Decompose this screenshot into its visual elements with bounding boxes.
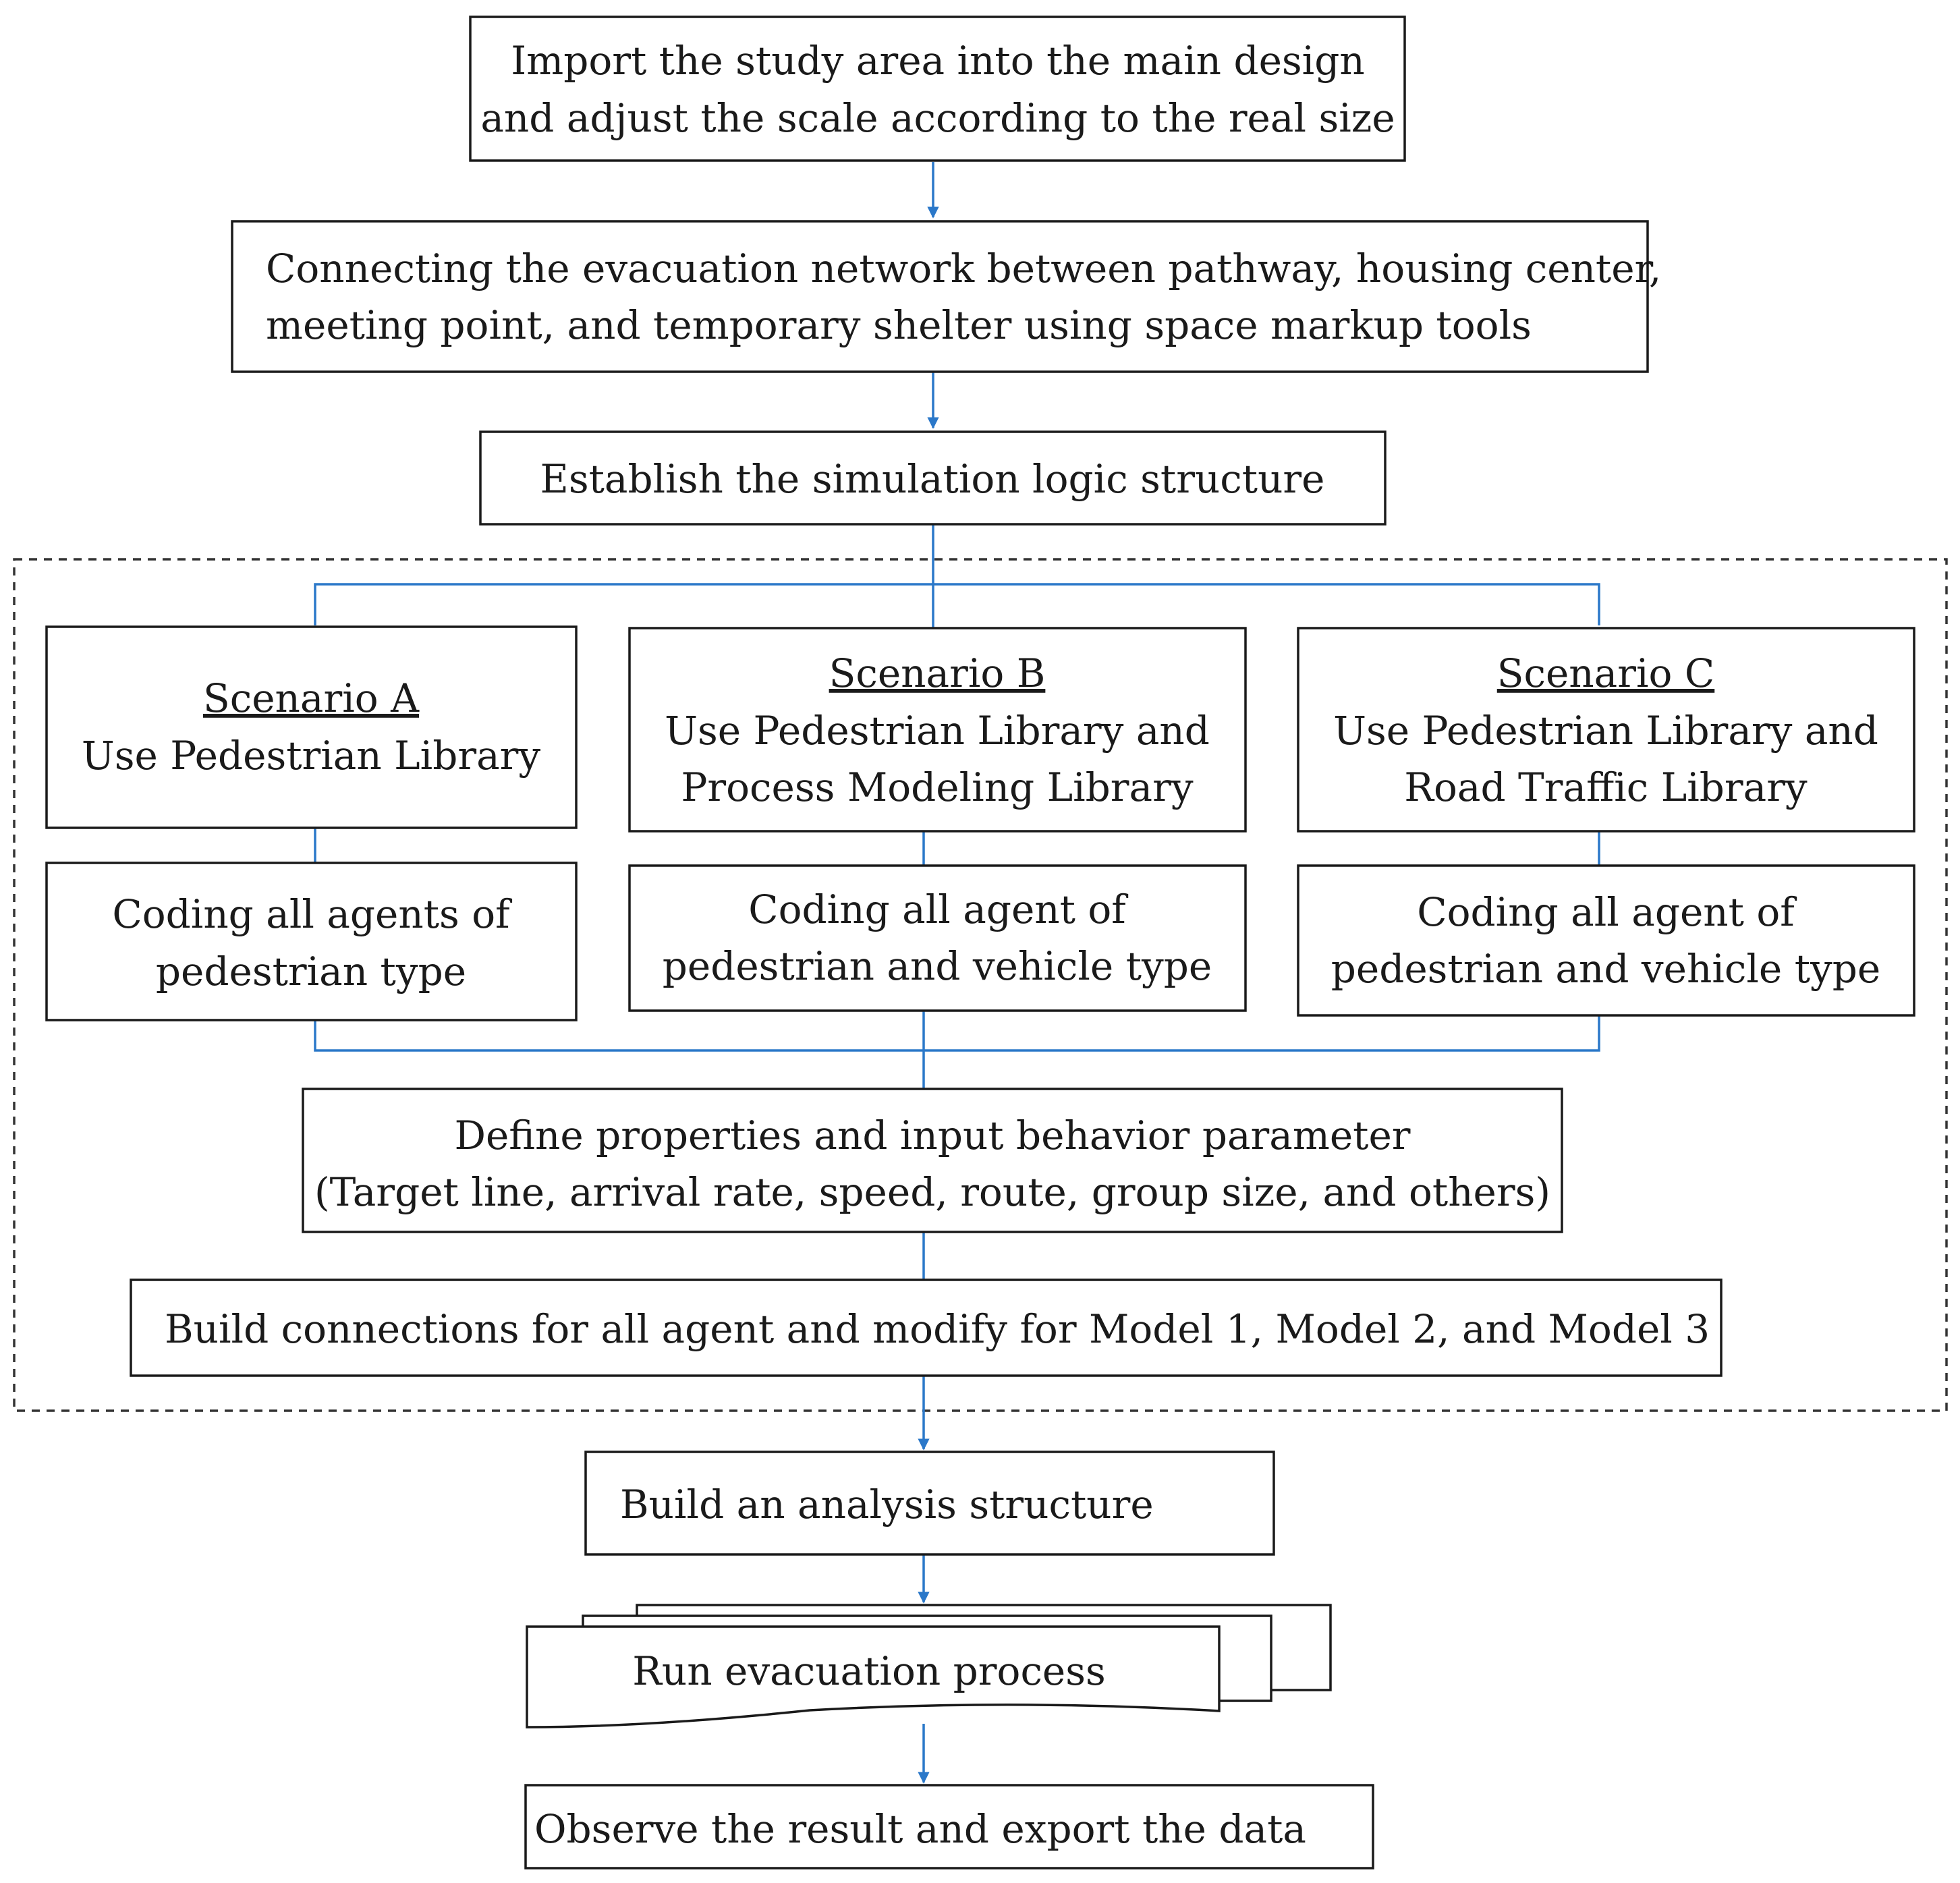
coding-c-line1: Coding all agent of <box>1417 889 1797 935</box>
step-connecting-line2: meeting point, and temporary shelter usi… <box>266 302 1532 348</box>
coding-a-line2: pedestrian type <box>156 949 466 994</box>
scenario-c-title: Scenario C <box>1497 650 1714 696</box>
branch-bottom <box>314 1015 1600 1052</box>
step-define-line1: Define properties and input behavior par… <box>454 1113 1410 1158</box>
branch-top <box>314 583 1600 625</box>
scenario-b-line1: Use Pedestrian Library and <box>665 708 1210 754</box>
coding-a: Coding all agents of pedestrian type <box>45 862 578 1021</box>
step-define-line2: (Target line, arrival rate, speed, route… <box>314 1169 1550 1215</box>
step-establish-label: Establish the simulation logic structure <box>540 456 1325 502</box>
scenario-group-frame <box>13 558 1948 1412</box>
scenario-a-line1: Use Pedestrian Library <box>82 733 541 779</box>
step-run: Run evacuation process <box>526 1604 1332 1729</box>
step-import-line2: and adjust the scale according to the re… <box>480 95 1395 141</box>
scenario-b-line2: Process Modeling Library <box>681 764 1193 810</box>
step-run-label: Run evacuation process <box>632 1648 1106 1694</box>
step-build-analysis: Build an analysis structure <box>584 1451 1275 1556</box>
step-build-analysis-label: Build an analysis structure <box>620 1482 1154 1527</box>
step-connecting-line1: Connecting the evacuation network betwee… <box>266 246 1661 291</box>
coding-a-line1: Coding all agents of <box>112 891 512 937</box>
coding-c-line2: pedestrian and vehicle type <box>1331 946 1880 992</box>
scenario-b: Scenario B Use Pedestrian Library and Pr… <box>628 627 1247 833</box>
coding-b-line2: pedestrian and vehicle type <box>663 943 1212 989</box>
step-build-connections: Build connections for all agent and modi… <box>130 1278 1723 1377</box>
step-define: Define properties and input behavior par… <box>302 1088 1563 1233</box>
step-establish: Establish the simulation logic structure <box>479 430 1387 526</box>
scenario-a-title: Scenario A <box>203 675 420 721</box>
scenario-b-title: Scenario B <box>829 650 1046 696</box>
scenario-c-line1: Use Pedestrian Library and <box>1333 708 1878 754</box>
step-import-line1: Import the study area into the main desi… <box>511 38 1364 84</box>
scenario-c: Scenario C Use Pedestrian Library and Ro… <box>1297 627 1915 833</box>
step-observe-label: Observe the result and export the data <box>534 1806 1306 1852</box>
scenario-c-line2: Road Traffic Library <box>1404 764 1808 810</box>
scenario-a: Scenario A Use Pedestrian Library <box>45 625 578 829</box>
step-import: Import the study area into the main desi… <box>469 16 1406 162</box>
coding-b: Coding all agent of pedestrian and vehic… <box>628 864 1247 1012</box>
coding-b-line1: Coding all agent of <box>748 887 1128 932</box>
connectors <box>314 162 1600 1784</box>
step-connecting: Connecting the evacuation network betwee… <box>231 220 1661 373</box>
step-observe: Observe the result and export the data <box>524 1784 1374 1870</box>
coding-c: Coding all agent of pedestrian and vehic… <box>1297 864 1915 1017</box>
step-build-connections-label: Build connections for all agent and modi… <box>165 1306 1710 1352</box>
